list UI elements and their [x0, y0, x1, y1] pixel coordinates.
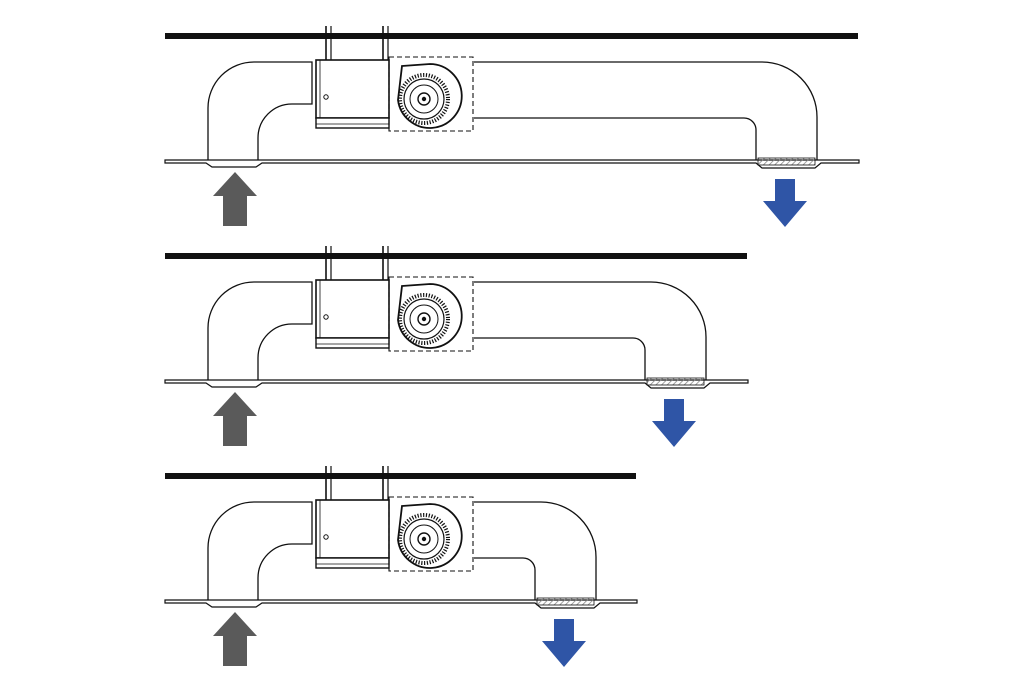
- supply-grille: [536, 597, 595, 606]
- blower-fan-icon: [397, 503, 463, 569]
- drain-pan: [315, 117, 390, 129]
- unit-screw: [323, 534, 329, 540]
- return-duct-elbow: [207, 281, 313, 380]
- drain-pan: [315, 337, 390, 349]
- blower-fan-icon: [397, 63, 463, 129]
- short-duct-run: [164, 466, 638, 667]
- arrow-down-icon: [542, 619, 586, 667]
- fan-coil-unit: [315, 59, 390, 119]
- arrow-down-icon: [763, 179, 807, 227]
- false-ceiling: [164, 599, 638, 609]
- arrow-up-icon: [213, 172, 257, 226]
- blower-housing-outline: [388, 276, 474, 352]
- drain-pan: [315, 557, 390, 569]
- arrow-up-icon: [213, 392, 257, 446]
- false-ceiling: [164, 379, 749, 389]
- blower-fan-icon: [397, 283, 463, 349]
- blower-housing-outline: [388, 56, 474, 132]
- supply-duct-elbow: [474, 281, 707, 380]
- fan-coil-unit: [315, 499, 390, 559]
- fan-coil-unit: [315, 279, 390, 339]
- blower-housing-outline: [388, 496, 474, 572]
- supply-duct-elbow: [474, 61, 818, 160]
- unit-screw: [323, 94, 329, 100]
- supply-grille: [757, 157, 816, 166]
- unit-screw: [323, 314, 329, 320]
- supply-duct-elbow: [474, 501, 597, 600]
- long-duct-run: [164, 26, 860, 227]
- medium-duct-run: [164, 246, 749, 447]
- return-duct-elbow: [207, 61, 313, 160]
- return-duct-elbow: [207, 501, 313, 600]
- arrow-up-icon: [213, 612, 257, 666]
- supply-grille: [646, 377, 705, 386]
- false-ceiling: [164, 159, 860, 169]
- arrow-down-icon: [652, 399, 696, 447]
